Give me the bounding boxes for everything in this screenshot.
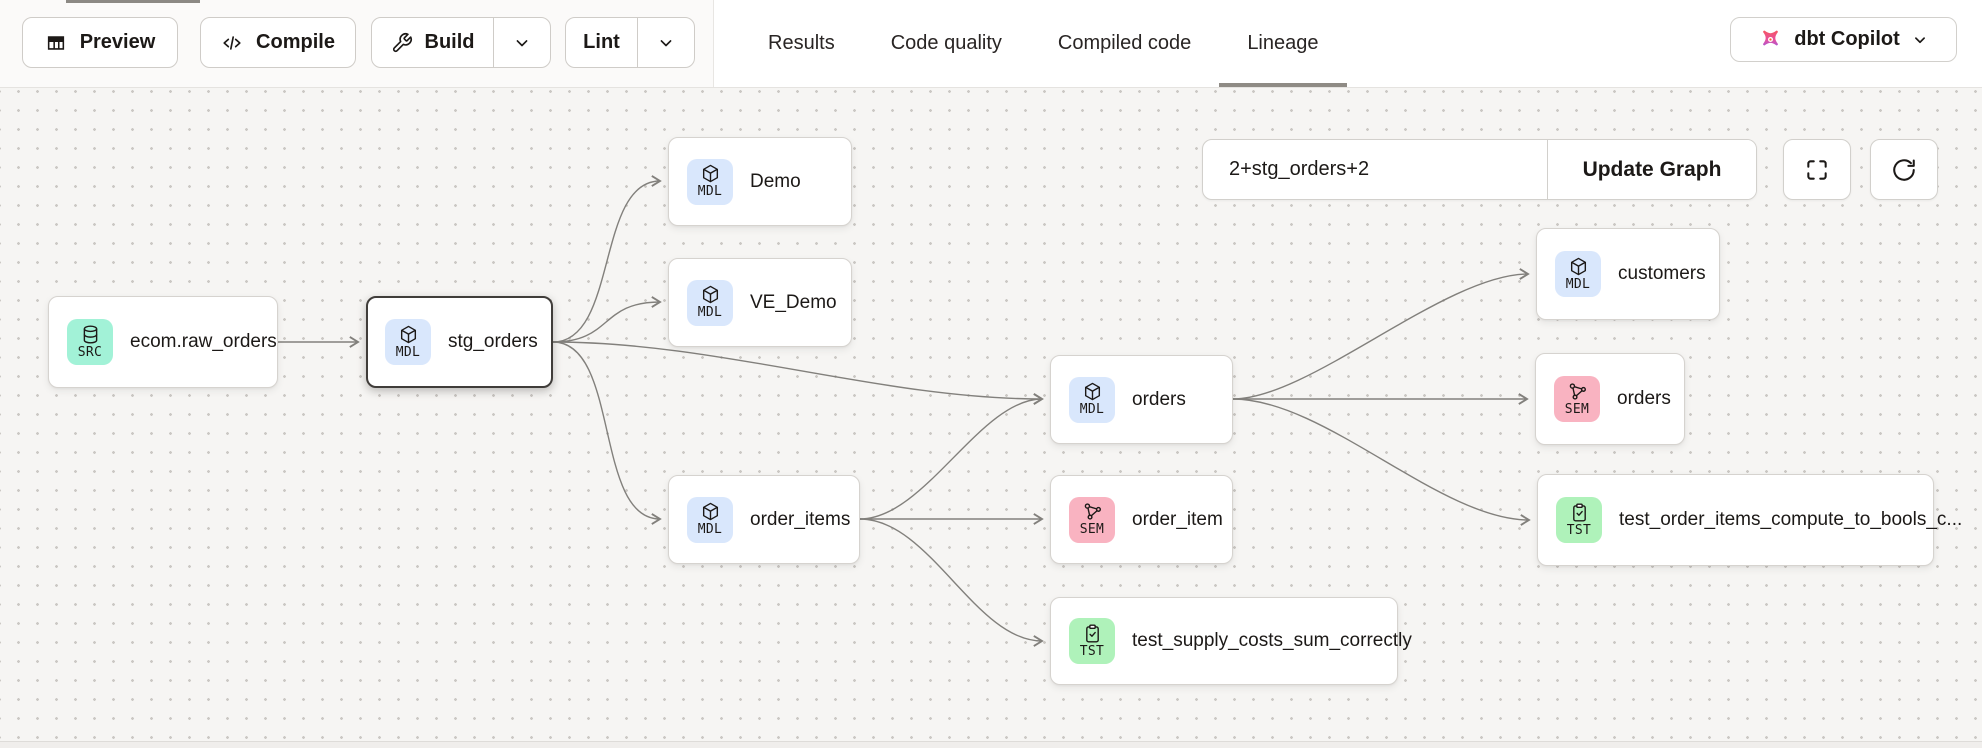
semantic-graph-icon	[1567, 381, 1588, 402]
node-label: customers	[1618, 263, 1706, 285]
update-graph-label: Update Graph	[1583, 158, 1722, 182]
canvas-bottom-edge	[0, 741, 1982, 748]
tab-compiled-code[interactable]: Compiled code	[1030, 0, 1219, 87]
model-badge: MDL	[687, 159, 733, 205]
tab-lineage-label: Lineage	[1247, 32, 1318, 55]
fullscreen-icon	[1804, 157, 1830, 183]
graph-node-test-supply-costs[interactable]: TST test_supply_costs_sum_correctly	[1050, 597, 1398, 685]
dbt-copilot-logo-icon	[1758, 27, 1783, 52]
chevron-down-icon	[656, 33, 676, 53]
chevron-down-icon	[512, 33, 532, 53]
edge-orderitems-to-orders	[860, 399, 1042, 519]
preview-button[interactable]: Preview	[22, 17, 178, 68]
compile-button-label: Compile	[256, 31, 335, 54]
results-tab-bar: Results Code quality Compiled code Linea…	[740, 0, 1347, 87]
table-icon	[45, 32, 67, 54]
node-label: order_items	[750, 509, 850, 531]
test-clipboard-icon	[1082, 623, 1103, 644]
edge-orderitems-to-testsupply	[860, 519, 1042, 641]
tab-compiled-code-label: Compiled code	[1058, 32, 1191, 55]
lint-button-label: Lint	[583, 31, 620, 54]
node-label: test_order_items_compute_to_bools_c...	[1619, 509, 1962, 531]
tab-results-label: Results	[768, 32, 835, 55]
node-label: test_supply_costs_sum_correctly	[1132, 630, 1412, 652]
graph-node-orders-model[interactable]: MDL orders	[1050, 355, 1233, 444]
graph-node-test-order-items[interactable]: TST test_order_items_compute_to_bools_c.…	[1537, 474, 1934, 566]
build-button-label: Build	[425, 31, 475, 54]
model-badge: MDL	[687, 497, 733, 543]
test-badge: TST	[1069, 618, 1115, 664]
fullscreen-button[interactable]	[1783, 139, 1851, 200]
top-tab-edge	[66, 0, 200, 3]
cube-icon	[700, 501, 721, 522]
node-selector-group: Update Graph	[1202, 139, 1757, 200]
node-selector-input[interactable]	[1203, 140, 1547, 199]
model-badge: MDL	[687, 280, 733, 326]
edge-stg-to-demo	[553, 181, 660, 342]
toolbar-header: Preview Compile Build Lint Results Code …	[0, 0, 1982, 88]
node-label: Demo	[750, 171, 801, 193]
edge-stg-to-vedemo	[553, 302, 660, 342]
edge-stg-to-orders	[553, 342, 1042, 399]
lint-split-button: Lint	[565, 17, 695, 68]
graph-node-ecom-raw-orders[interactable]: SRC ecom.raw_orders	[48, 296, 278, 388]
graph-node-ve-demo[interactable]: MDL VE_Demo	[668, 258, 852, 347]
lineage-canvas[interactable]: SRC ecom.raw_orders MDL stg_orders MDL D…	[0, 88, 1982, 748]
cube-icon	[700, 163, 721, 184]
dbt-copilot-label: dbt Copilot	[1794, 28, 1900, 51]
semantic-graph-icon	[1082, 501, 1103, 522]
code-icon	[221, 32, 243, 54]
refresh-graph-button[interactable]	[1870, 139, 1938, 200]
preview-button-label: Preview	[80, 31, 156, 54]
graph-node-orders-semantic[interactable]: SEM orders	[1535, 353, 1685, 445]
build-button[interactable]: Build	[372, 18, 493, 67]
build-split-button: Build	[371, 17, 551, 68]
cube-icon	[1568, 256, 1589, 277]
refresh-icon	[1891, 157, 1917, 183]
cube-icon	[1082, 381, 1103, 402]
test-badge: TST	[1556, 497, 1602, 543]
node-label: stg_orders	[448, 331, 538, 353]
edge-orders-to-testorderitems	[1233, 399, 1529, 520]
node-label: orders	[1617, 388, 1671, 410]
tab-code-quality-label: Code quality	[891, 32, 1002, 55]
model-badge: MDL	[1555, 251, 1601, 297]
graph-node-order-items[interactable]: MDL order_items	[668, 475, 860, 564]
node-label: orders	[1132, 389, 1186, 411]
semantic-badge: SEM	[1069, 497, 1115, 543]
node-label: VE_Demo	[750, 292, 837, 314]
edge-orders-to-customers	[1233, 274, 1528, 399]
graph-node-demo[interactable]: MDL Demo	[668, 137, 852, 226]
model-badge: MDL	[385, 319, 431, 365]
cube-icon	[700, 284, 721, 305]
compile-button[interactable]: Compile	[200, 17, 356, 68]
node-label: ecom.raw_orders	[130, 331, 277, 353]
tab-code-quality[interactable]: Code quality	[863, 0, 1030, 87]
node-label: order_item	[1132, 509, 1223, 531]
tab-lineage[interactable]: Lineage	[1219, 0, 1346, 87]
update-graph-button[interactable]: Update Graph	[1548, 140, 1756, 199]
dbt-copilot-button[interactable]: dbt Copilot	[1730, 17, 1957, 62]
graph-node-customers[interactable]: MDL customers	[1536, 228, 1720, 320]
build-dropdown-button[interactable]	[494, 18, 550, 67]
wrench-icon	[391, 32, 413, 54]
edge-stg-to-orderitems	[553, 342, 660, 519]
graph-node-stg-orders[interactable]: MDL stg_orders	[366, 296, 553, 388]
graph-node-order-item-semantic[interactable]: SEM order_item	[1050, 475, 1233, 564]
database-icon	[80, 324, 101, 345]
tab-results[interactable]: Results	[740, 0, 863, 87]
test-clipboard-icon	[1569, 502, 1590, 523]
lint-button[interactable]: Lint	[566, 18, 637, 67]
model-badge: MDL	[1069, 377, 1115, 423]
source-badge: SRC	[67, 319, 113, 365]
lint-dropdown-button[interactable]	[638, 18, 694, 67]
semantic-badge: SEM	[1554, 376, 1600, 422]
cube-icon	[398, 324, 419, 345]
chevron-down-icon	[1911, 31, 1929, 49]
